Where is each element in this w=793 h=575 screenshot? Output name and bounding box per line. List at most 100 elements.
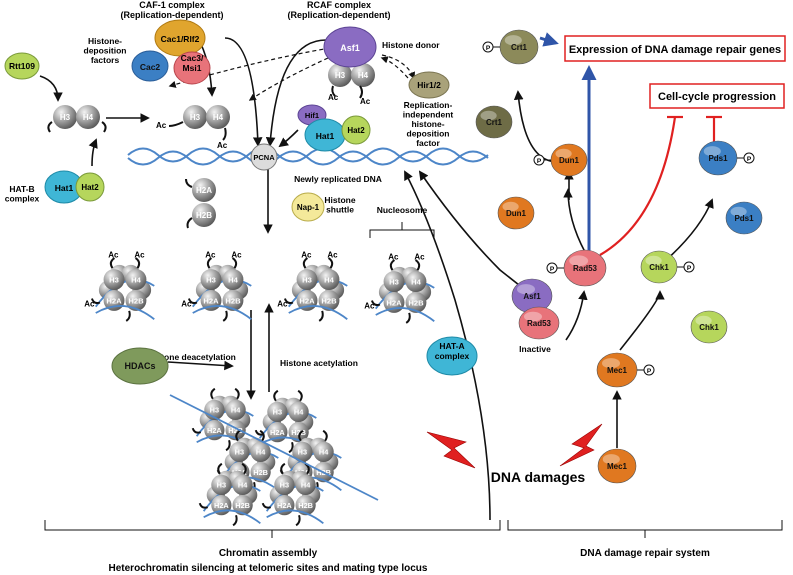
histone-core bbox=[103, 269, 125, 290]
histone-label: H3 bbox=[210, 406, 219, 415]
histone-label: H2A bbox=[386, 298, 402, 307]
rad53-phospho-protein: Rad53 P bbox=[546, 249, 607, 287]
acetyl-label: Ac bbox=[301, 251, 312, 260]
dna-wrap bbox=[375, 280, 435, 310]
histone-core bbox=[274, 474, 295, 495]
histone-core bbox=[295, 495, 316, 516]
histone-core bbox=[288, 401, 309, 422]
histone-label: H4 bbox=[238, 481, 248, 490]
histone-label: H2B bbox=[298, 501, 313, 510]
acetyl-label: Ac bbox=[181, 300, 192, 309]
phosphate-icon bbox=[683, 261, 695, 273]
acetyl-label: Ac bbox=[156, 121, 167, 130]
hat2-protein: Hat2 bbox=[341, 115, 371, 145]
histone-label: H2B bbox=[253, 468, 268, 477]
histone-core bbox=[211, 474, 232, 495]
acetyl-label: Ac bbox=[328, 93, 339, 102]
cac3-protein: Cac3/Msi1 bbox=[173, 51, 211, 85]
dna-wrap bbox=[266, 509, 324, 525]
cac2-protein: Cac2 bbox=[131, 50, 169, 82]
svg-text:Pds1: Pds1 bbox=[708, 154, 728, 163]
histone-label: H2B bbox=[228, 426, 243, 435]
svg-text:Hir1/2: Hir1/2 bbox=[417, 80, 441, 90]
inactive-label: Inactive bbox=[519, 344, 551, 354]
h2a-h2b-dimer: H2A H2B bbox=[185, 178, 216, 229]
histone-label: H4 bbox=[256, 448, 266, 457]
svg-text:Dun1: Dun1 bbox=[506, 209, 527, 218]
histone-core bbox=[267, 401, 288, 422]
histone-label: H2A bbox=[277, 501, 292, 510]
histone-core bbox=[250, 441, 271, 462]
histone-h3 bbox=[328, 63, 352, 87]
svg-text:Rtt109: Rtt109 bbox=[9, 61, 35, 71]
histone-tail bbox=[191, 387, 240, 452]
svg-text:PCNA: PCNA bbox=[253, 153, 275, 162]
asf1-protein: Asf1 bbox=[323, 26, 377, 68]
svg-text:P: P bbox=[550, 266, 555, 273]
histone-core bbox=[288, 422, 309, 443]
cell-cycle-box: Cell-cycle progression bbox=[649, 83, 785, 109]
svg-text:P: P bbox=[537, 158, 542, 165]
h3-label: H3 bbox=[335, 71, 346, 80]
dna-wrap bbox=[288, 305, 348, 320]
histone-label: H2B bbox=[128, 296, 144, 305]
crt1-protein: Crt1 bbox=[475, 105, 513, 139]
svg-text:Expression of DNA damage repai: Expression of DNA damage repair genes bbox=[569, 44, 781, 56]
histone-h2a bbox=[192, 178, 216, 202]
dna-wrap bbox=[195, 409, 254, 437]
histone-label: H2A bbox=[214, 501, 229, 510]
histone-core bbox=[318, 290, 340, 311]
histone-h3 bbox=[53, 105, 77, 129]
histone-core bbox=[229, 441, 250, 462]
svg-text:Nap-1: Nap-1 bbox=[297, 203, 320, 212]
histone-core bbox=[405, 271, 427, 292]
histone-h4 bbox=[206, 105, 230, 129]
deacetylation-label: Histone deacetylation bbox=[148, 352, 236, 362]
histone-label: H2A bbox=[106, 296, 122, 305]
dna-wrap bbox=[258, 411, 317, 439]
hir-protein: Hir1/2 bbox=[408, 71, 450, 99]
histone-tail bbox=[370, 259, 421, 324]
svg-text:Chk1: Chk1 bbox=[649, 263, 669, 272]
histone-pair-3: H3 H4 Ac Ac bbox=[328, 63, 375, 106]
histone-core bbox=[232, 495, 253, 516]
histone-core bbox=[383, 271, 405, 292]
dna-wrap bbox=[95, 305, 155, 320]
histone-label: H2B bbox=[408, 298, 424, 307]
acetyl-label: Ac bbox=[205, 251, 216, 260]
histone-core bbox=[222, 269, 244, 290]
histone-core bbox=[313, 441, 334, 462]
acetyl-label: Ac bbox=[84, 300, 95, 309]
histone-core bbox=[405, 292, 427, 313]
nap1-protein: Nap-1 bbox=[291, 192, 325, 222]
nucleosome-label: Nucleosome bbox=[377, 205, 428, 215]
histone-label: H2B bbox=[321, 296, 337, 305]
histone-label: H2B bbox=[225, 296, 241, 305]
histone-pair-1: H3 H4 bbox=[47, 105, 107, 133]
acetyl-label: Ac bbox=[388, 253, 399, 262]
svg-text:Rad53: Rad53 bbox=[573, 264, 598, 273]
h3-label: H3 bbox=[190, 113, 201, 122]
dna-helix bbox=[127, 147, 489, 166]
dna-wrap bbox=[192, 278, 252, 308]
histone-label: H2B bbox=[235, 501, 250, 510]
histone-label: H2A bbox=[299, 296, 315, 305]
svg-text:P: P bbox=[687, 265, 692, 272]
histone-label: H4 bbox=[131, 275, 141, 284]
histone-core bbox=[225, 399, 246, 420]
mec1-protein: Mec1 bbox=[597, 448, 637, 484]
svg-text:Hat2: Hat2 bbox=[347, 126, 365, 135]
histone-label: H4 bbox=[324, 275, 334, 284]
histone-core bbox=[125, 269, 147, 290]
histone-label: H3 bbox=[389, 277, 399, 286]
acetyl-label: Ac bbox=[360, 97, 371, 106]
